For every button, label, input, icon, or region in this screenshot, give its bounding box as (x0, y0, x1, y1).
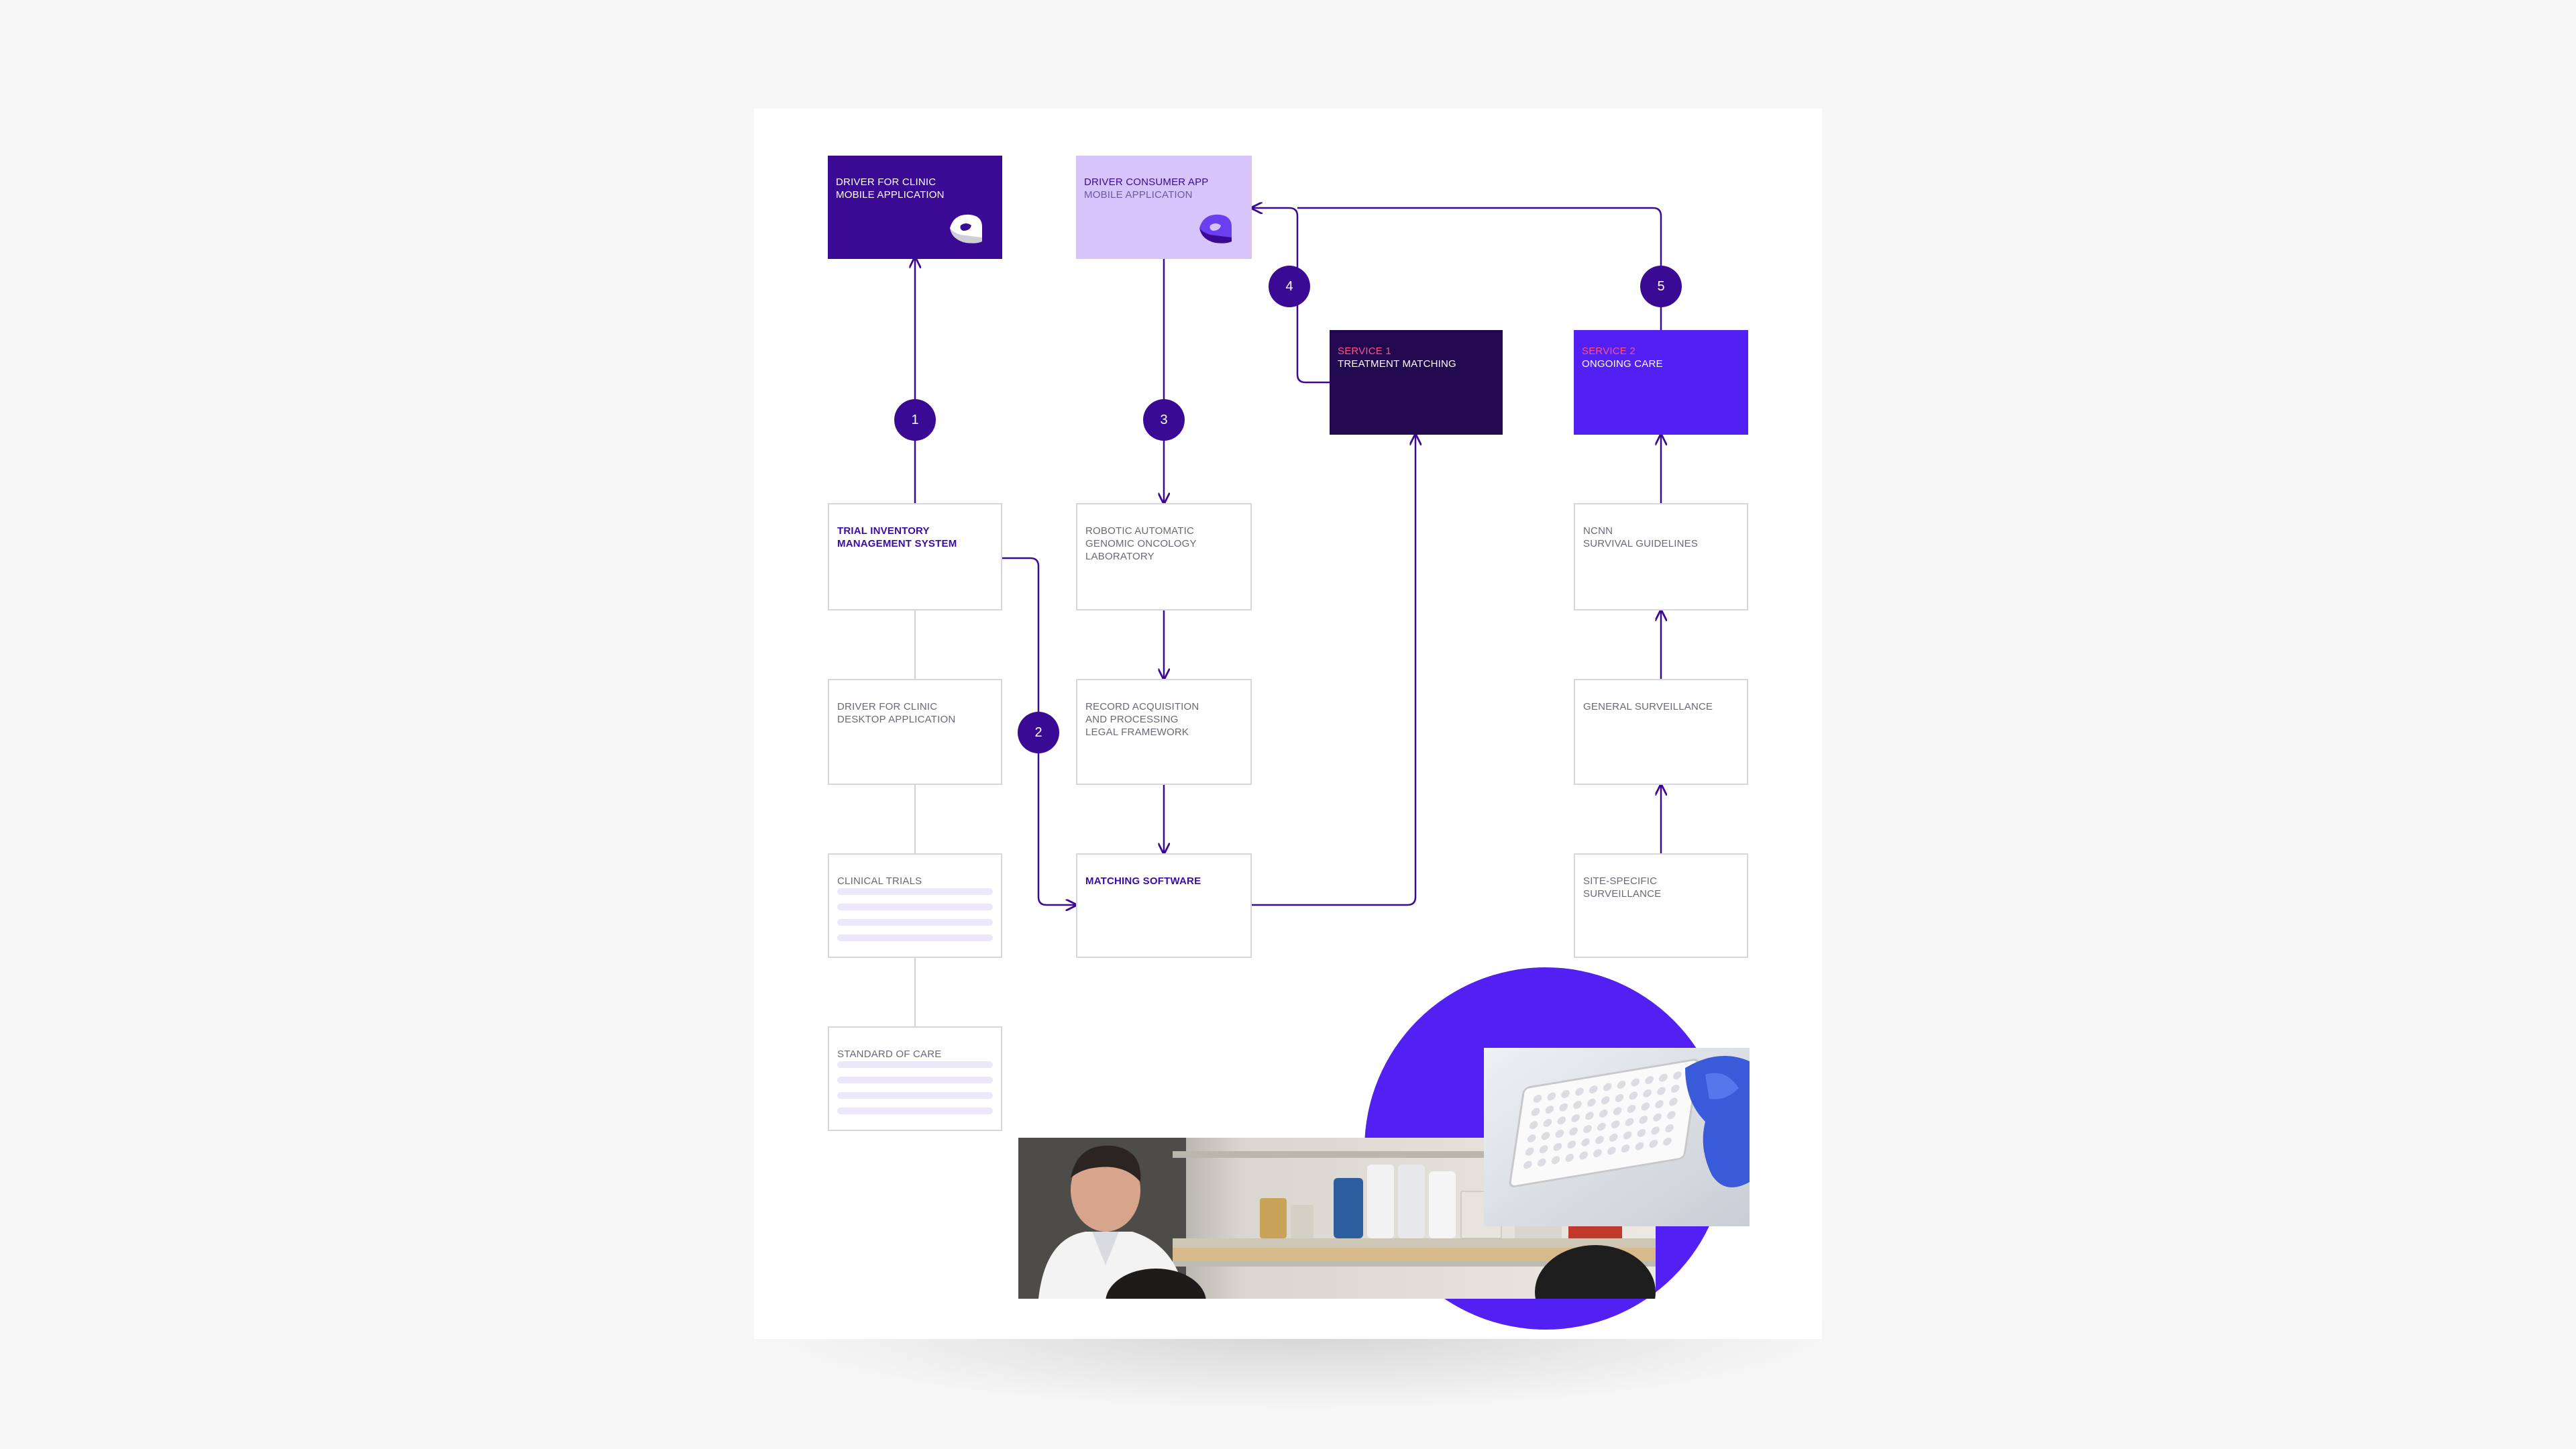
service-2-label: SERVICE 2 (1582, 345, 1635, 357)
clinic-desktop-box: DRIVER FOR CLINIC DESKTOP APPLICATION (828, 679, 1002, 785)
step-badge-5: 5 (1640, 266, 1682, 307)
standard-of-care-box: STANDARD OF CARE (828, 1026, 1002, 1131)
placeholder-lines (837, 1061, 993, 1123)
ncnn-line1: NCNN (1583, 525, 1613, 537)
connector-step-5 (1297, 207, 1662, 330)
site-specific-box: SITE-SPECIFIC SURVEILLANCE (1574, 853, 1748, 958)
site-specific-line1: SITE-SPECIFIC (1583, 875, 1658, 887)
clinic-desktop-line2: DESKTOP APPLICATION (837, 714, 956, 725)
record-acquisition-box: RECORD ACQUISITION AND PROCESSING LEGAL … (1076, 679, 1252, 785)
lab-scientist-photo (1018, 1138, 1656, 1299)
service-1-title: TREATMENT MATCHING (1338, 358, 1456, 370)
consumer-app-line2: MOBILE APPLICATION (1084, 189, 1193, 201)
step-badge-3: 3 (1143, 399, 1185, 441)
diagram-card: DRIVER FOR CLINIC MOBILE APPLICATION DRI… (754, 109, 1822, 1339)
clinic-mobile-line2: MOBILE APPLICATION (836, 189, 945, 201)
service-1-box: SERVICE 1 TREATMENT MATCHING (1330, 330, 1503, 435)
placeholder-lines (837, 888, 993, 950)
ncnn-line2: SURVIVAL GUIDELINES (1583, 538, 1699, 549)
connector-matching-service1 (1252, 435, 1415, 906)
step-badge-4: 4 (1269, 266, 1310, 307)
robotic-lab-line1: ROBOTIC AUTOMATIC (1085, 525, 1195, 537)
record-acquisition-line1: RECORD ACQUISITION (1085, 701, 1199, 712)
record-acquisition-line2: AND PROCESSING (1085, 714, 1179, 725)
app-logo-icon (1199, 214, 1232, 244)
clinic-mobile-app-box: DRIVER FOR CLINIC MOBILE APPLICATION (828, 156, 1002, 259)
well-plate-photo (1484, 1048, 1750, 1226)
trial-inventory-line1: TRIAL INVENTORY (837, 525, 930, 537)
matching-software-line1: MATCHING SOFTWARE (1085, 875, 1201, 887)
trial-inventory-line2: MANAGEMENT SYSTEM (837, 538, 957, 549)
robotic-lab-line2: GENOMIC ONCOLOGY (1085, 538, 1197, 549)
consumer-app-line1: DRIVER CONSUMER APP (1084, 176, 1209, 188)
service-2-title: ONGOING CARE (1582, 358, 1663, 370)
trial-inventory-box: TRIAL INVENTORY MANAGEMENT SYSTEM (828, 503, 1002, 610)
consumer-app-box: DRIVER CONSUMER APP MOBILE APPLICATION (1076, 156, 1252, 259)
service-2-box: SERVICE 2 ONGOING CARE (1574, 330, 1748, 435)
record-acquisition-line3: LEGAL FRAMEWORK (1085, 727, 1189, 738)
ncnn-box: NCNN SURVIVAL GUIDELINES (1574, 503, 1748, 610)
step-badge-2: 2 (1018, 712, 1059, 753)
app-logo-icon (950, 214, 982, 244)
standard-of-care-line1: STANDARD OF CARE (837, 1049, 942, 1060)
robotic-lab-box: ROBOTIC AUTOMATIC GENOMIC ONCOLOGY LABOR… (1076, 503, 1252, 610)
step-badge-1: 1 (894, 399, 936, 441)
service-1-label: SERVICE 1 (1338, 345, 1391, 357)
clinical-trials-box: CLINICAL TRIALS (828, 853, 1002, 958)
site-specific-line2: SURVEILLANCE (1583, 888, 1662, 900)
clinic-desktop-line1: DRIVER FOR CLINIC (837, 701, 938, 712)
general-surveillance-box: GENERAL SURVEILLANCE (1574, 679, 1748, 785)
clinic-mobile-line1: DRIVER FOR CLINIC (836, 176, 936, 188)
matching-software-box: MATCHING SOFTWARE (1076, 853, 1252, 958)
clinical-trials-line1: CLINICAL TRIALS (837, 875, 922, 887)
robotic-lab-line3: LABORATORY (1085, 551, 1155, 562)
general-surveillance-line1: GENERAL SURVEILLANCE (1583, 701, 1713, 712)
